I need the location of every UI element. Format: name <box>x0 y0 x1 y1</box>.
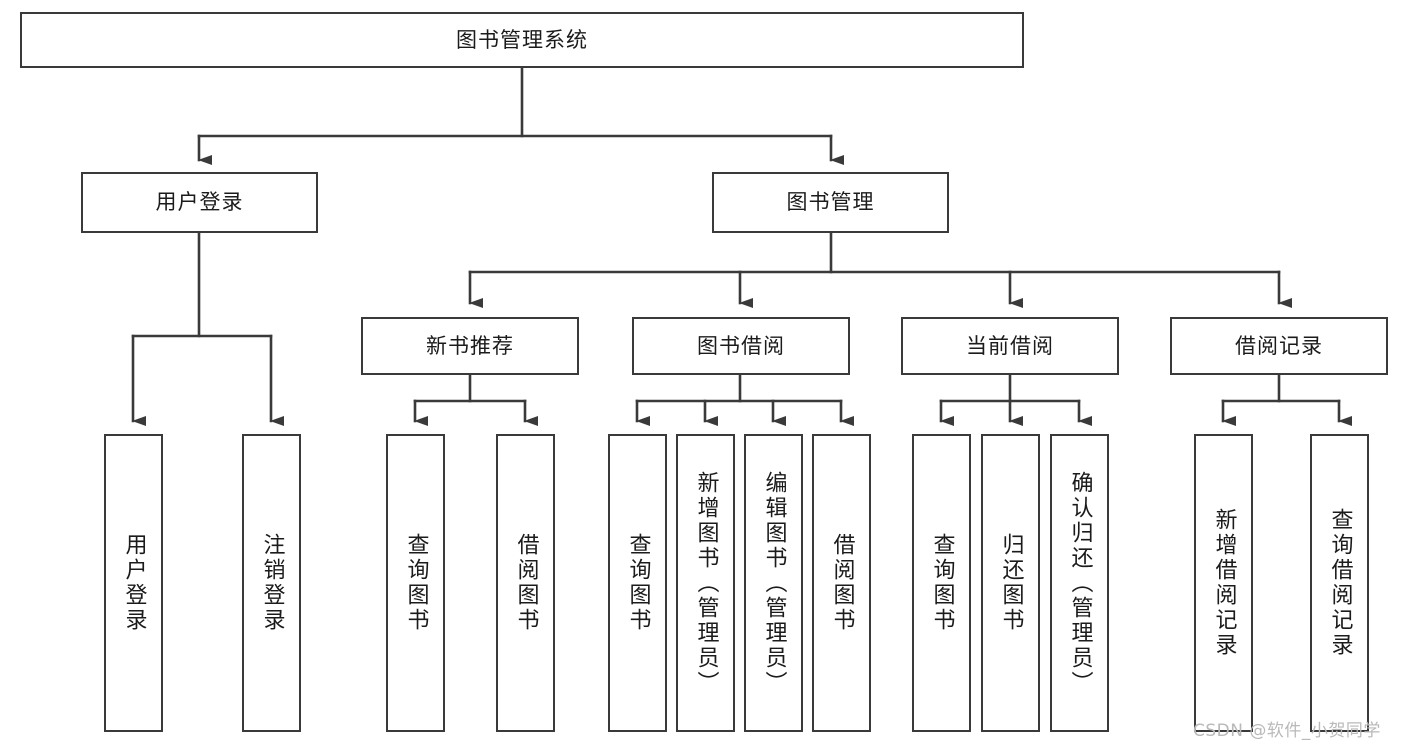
node-leaf-borrow-book-1-label: 借阅图书 <box>513 533 539 633</box>
node-leaf-query-book-3[interactable]: 查询图书 <box>912 434 971 732</box>
node-leaf-logout[interactable]: 注销登录 <box>242 434 301 732</box>
node-leaf-query-record[interactable]: 查询借阅记录 <box>1310 434 1369 732</box>
node-leaf-user-login[interactable]: 用户登录 <box>104 434 163 732</box>
node-leaf-confirm-return-label: 确认归还（管理员） <box>1067 470 1093 696</box>
node-leaf-borrow-book-2-label: 借阅图书 <box>829 533 855 633</box>
node-current-borrow[interactable]: 当前借阅 <box>901 317 1119 375</box>
node-user-login[interactable]: 用户登录 <box>81 172 318 233</box>
node-leaf-query-record-label: 查询借阅记录 <box>1327 508 1353 658</box>
csdn-watermark: CSDN @软件_小贺同学 <box>1193 721 1381 741</box>
node-root[interactable]: 图书管理系统 <box>20 12 1024 68</box>
node-leaf-query-book-2-label: 查询图书 <box>625 533 651 633</box>
node-leaf-query-book-1-label: 查询图书 <box>403 533 429 633</box>
node-leaf-confirm-return[interactable]: 确认归还（管理员） <box>1050 434 1109 732</box>
node-user-login-label: 用户登录 <box>155 190 244 215</box>
node-leaf-add-book-label: 新增图书（管理员） <box>693 470 719 696</box>
node-leaf-return-book[interactable]: 归还图书 <box>981 434 1040 732</box>
node-book-management[interactable]: 图书管理 <box>712 172 949 233</box>
node-leaf-borrow-book-1[interactable]: 借阅图书 <box>496 434 555 732</box>
node-new-book-recommend[interactable]: 新书推荐 <box>361 317 579 375</box>
node-leaf-edit-book[interactable]: 编辑图书（管理员） <box>744 434 803 732</box>
node-borrow-record-label: 借阅记录 <box>1235 333 1323 358</box>
node-leaf-add-book[interactable]: 新增图书（管理员） <box>676 434 735 732</box>
node-leaf-edit-book-label: 编辑图书（管理员） <box>761 470 787 696</box>
node-leaf-query-book-1[interactable]: 查询图书 <box>386 434 445 732</box>
node-leaf-return-book-label: 归还图书 <box>998 533 1024 633</box>
node-leaf-user-login-label: 用户登录 <box>121 533 147 633</box>
node-book-borrow[interactable]: 图书借阅 <box>632 317 850 375</box>
node-leaf-add-record-label: 新增借阅记录 <box>1211 508 1237 658</box>
node-leaf-logout-label: 注销登录 <box>259 533 285 633</box>
node-leaf-add-record[interactable]: 新增借阅记录 <box>1194 434 1253 732</box>
node-root-label: 图书管理系统 <box>456 27 588 52</box>
node-borrow-record[interactable]: 借阅记录 <box>1170 317 1388 375</box>
node-leaf-borrow-book-2[interactable]: 借阅图书 <box>812 434 871 732</box>
node-leaf-query-book-2[interactable]: 查询图书 <box>608 434 667 732</box>
node-book-management-label: 图书管理 <box>786 190 875 215</box>
node-new-book-recommend-label: 新书推荐 <box>426 333 514 358</box>
node-book-borrow-label: 图书借阅 <box>697 333 785 358</box>
node-current-borrow-label: 当前借阅 <box>966 333 1054 358</box>
node-leaf-query-book-3-label: 查询图书 <box>929 533 955 633</box>
